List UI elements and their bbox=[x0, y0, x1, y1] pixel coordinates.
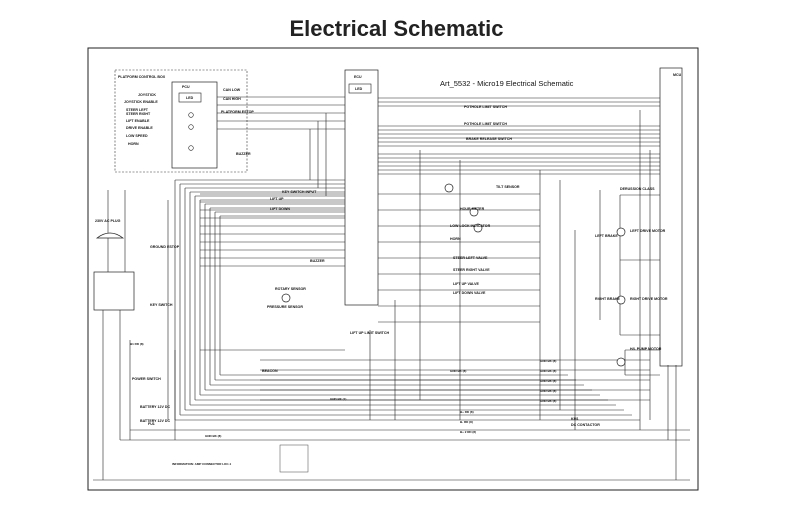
component-label: STEER LEFT bbox=[126, 108, 149, 112]
mcu-label: MCU bbox=[673, 73, 682, 77]
wire-label: GND BK (8) bbox=[540, 369, 556, 373]
ecu-label: ECU bbox=[354, 75, 362, 79]
component-label: BUZZER bbox=[310, 259, 325, 263]
component-label: LIFT ENABLE bbox=[126, 119, 150, 123]
component-label: PLATFORM ESTOP bbox=[221, 110, 254, 114]
wire-label: GND BK (8) bbox=[540, 379, 556, 383]
motor-sensor-symbol bbox=[281, 293, 291, 303]
component-label: BATTERY 12V DC bbox=[140, 419, 170, 423]
component-label: CAN HIGH bbox=[223, 97, 241, 101]
ecu-box bbox=[344, 69, 379, 306]
component-label: LIFT DOWN bbox=[270, 207, 290, 211]
pcu-connector-2 bbox=[188, 124, 194, 130]
component-label: HORN bbox=[450, 237, 461, 241]
component-label: POTHOLE LIMIT SWITCH bbox=[464, 105, 507, 109]
component-label: ROTARY SENSOR bbox=[275, 287, 306, 291]
ecu-led bbox=[348, 83, 372, 94]
wire-label: GND BK (8) bbox=[205, 434, 221, 438]
component-label: POWER SWITCH bbox=[132, 377, 161, 381]
component-label: RIGHT DRIVE MOTOR bbox=[630, 297, 668, 301]
outer-border bbox=[87, 47, 699, 491]
component-label: HOUR METER bbox=[460, 207, 485, 211]
charger-box bbox=[93, 271, 135, 311]
component-label: 230V AC PLUG bbox=[95, 219, 121, 223]
component-label: POTHOLE LIMIT SWITCH bbox=[464, 122, 507, 126]
wire-table bbox=[279, 444, 309, 473]
wire-label: B+ 2 RD (8) bbox=[460, 430, 476, 434]
component-label: LIFT UP bbox=[270, 197, 284, 201]
mcu-box bbox=[659, 67, 683, 367]
platform-control-box-label: PLATFORM CONTROL BOX bbox=[118, 75, 166, 79]
component-label: BUZZER bbox=[236, 152, 251, 156]
component-label: KEY SWITCH INPUT bbox=[282, 190, 317, 194]
component-label: LIFT UP VALVE bbox=[453, 282, 480, 286]
component-label: H/L PUMP MOTOR bbox=[630, 347, 662, 351]
component-label: DRIVE ENABLE bbox=[126, 126, 153, 130]
motor-sensor-symbol bbox=[444, 183, 454, 193]
pcu-label: PCU bbox=[182, 85, 190, 89]
wire-label: B1 RD (8) bbox=[130, 342, 144, 346]
component-label: LOW SPEED bbox=[126, 134, 148, 138]
wire-label: B+ RD (8) bbox=[460, 410, 474, 414]
wire-label: GND BK (1) bbox=[330, 397, 346, 401]
component-label: DC CONTACTOR bbox=[571, 423, 600, 427]
pcu-led-label: LED bbox=[186, 96, 194, 100]
component-label: LIFT DOWN VALVE bbox=[453, 291, 486, 295]
connector-note: INFORMATION: AMP CONNECTOR LOC-1 bbox=[172, 462, 232, 466]
component-label: LOW LOCK INDICATOR bbox=[450, 224, 491, 228]
wire-label: B- RD (8) bbox=[460, 420, 473, 424]
component-label: STEER RIGHT bbox=[126, 112, 151, 116]
component-label: LEFT DRIVE MOTOR bbox=[630, 229, 666, 233]
wire-label: GND BK (8) bbox=[540, 389, 556, 393]
component-label: STEER RIGHT VALVE bbox=[453, 268, 490, 272]
component-label: DERUSSION CLASS bbox=[620, 187, 655, 191]
component-label: PRESSURE SENSOR bbox=[267, 305, 303, 309]
component-label: BATTERY 12V DC bbox=[140, 405, 170, 409]
wire-label: GND BK (8) bbox=[450, 369, 466, 373]
pcu-led bbox=[178, 92, 202, 103]
component-label: BEACON bbox=[262, 369, 278, 373]
schematic-title: Electrical Schematic bbox=[289, 16, 504, 41]
component-label: CAN LOW bbox=[223, 88, 241, 92]
component-label: RIGHT BRAKE bbox=[595, 297, 621, 301]
component-label: LEFT BRAKE bbox=[595, 234, 618, 238]
component-label: JOYSTICK ENABLE bbox=[124, 100, 158, 104]
motor-sensor-symbol bbox=[469, 207, 479, 217]
motor-sensor-symbol bbox=[473, 223, 483, 233]
component-label: HORN bbox=[128, 142, 139, 146]
ecu-led-label: LED bbox=[355, 87, 363, 91]
component-label: KEY SWITCH bbox=[150, 303, 173, 307]
motor-sensor-symbol bbox=[616, 227, 626, 237]
pcu-connector-3 bbox=[188, 145, 194, 151]
pcu-box bbox=[171, 81, 218, 169]
component-label: KM1 bbox=[571, 417, 579, 421]
component-label: JOYSTICK bbox=[138, 93, 156, 97]
component-label: STEER LEFT VALVE bbox=[453, 256, 488, 260]
pcu-connector-1 bbox=[188, 112, 194, 118]
component-label: BRAKE RELEASE SWITCH bbox=[466, 137, 512, 141]
component-label: GROUND ESTOP bbox=[150, 245, 180, 249]
component-label: TILT SENSOR bbox=[496, 185, 520, 189]
wire-label: GND BK (8) bbox=[540, 359, 556, 363]
plug-icon bbox=[95, 232, 125, 239]
wire-label: GND BK (8) bbox=[540, 399, 556, 403]
component-label: FU1 bbox=[148, 422, 155, 426]
schematic-subtitle: Art_5532 - Micro19 Electrical Schematic bbox=[440, 79, 574, 88]
motor-sensor-symbol bbox=[616, 295, 626, 305]
motor-sensor-symbol bbox=[616, 357, 626, 367]
component-label: LIFT UP LIMIT SWITCH bbox=[350, 331, 389, 335]
wires bbox=[93, 96, 690, 481]
wire-labels: GND BK (8) GND BK (8) GND BK (8) GND BK (8)… bbox=[130, 342, 556, 438]
